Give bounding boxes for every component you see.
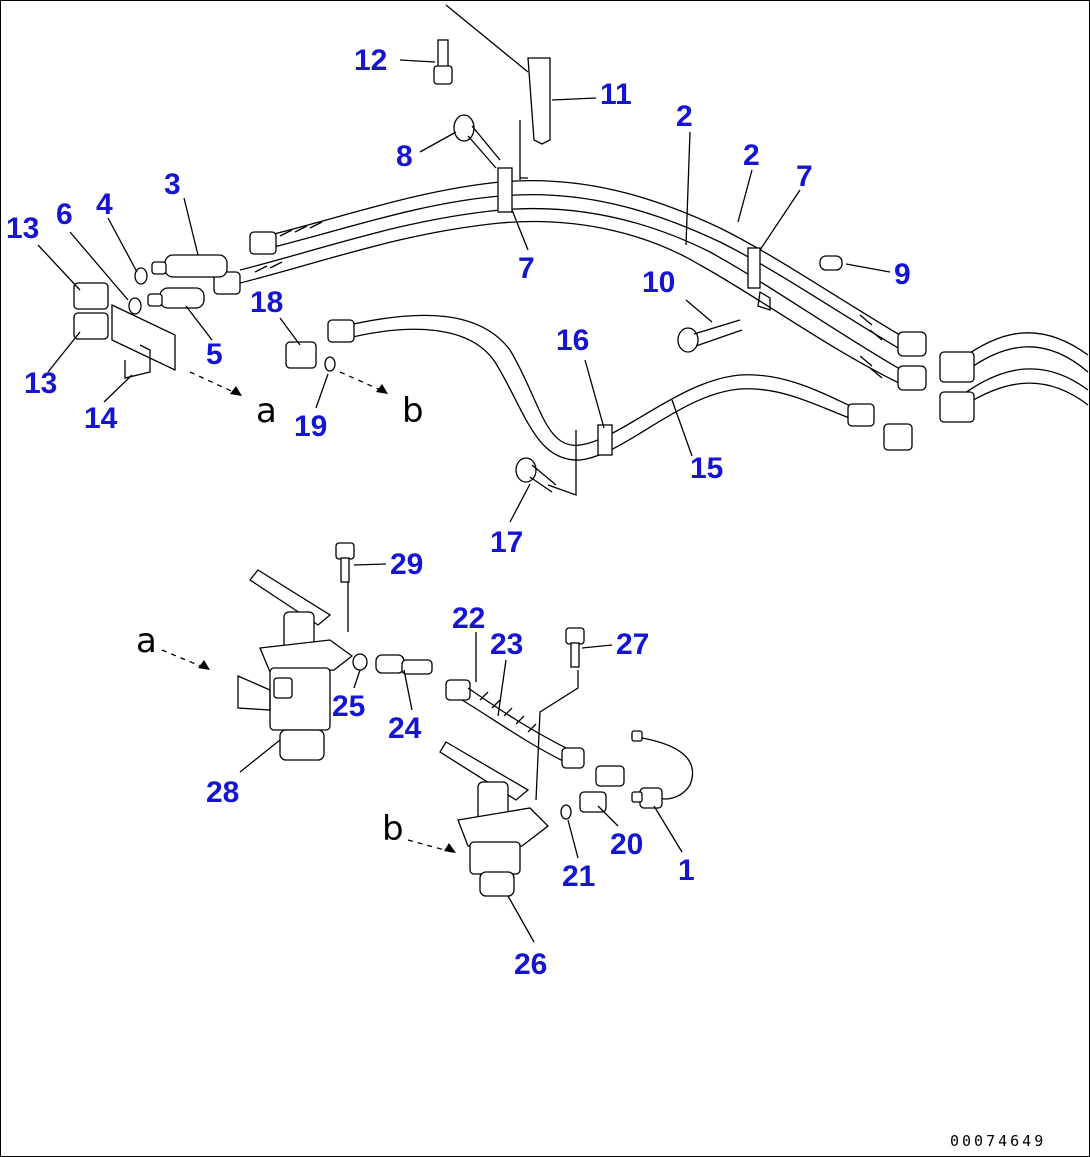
bolt-8 [453,114,501,169]
label-27: 27 [616,628,649,661]
label-19: 19 [294,410,327,443]
hose-nut-upper [249,231,277,255]
label-11: 11 [600,78,632,111]
view-mark-b-top: b [402,391,424,431]
label-13b: 13 [24,367,57,400]
label-2b: 2 [743,139,760,172]
hose-nut-right-lower [897,365,927,391]
label-13a: 13 [6,212,39,245]
elbow-right-lower [939,391,975,423]
part-numbers: 12 11 8 2 2 7 3 4 6 13 7 9 10 18 5 13 16… [6,44,911,981]
leader-lines-bottom [239,563,683,943]
hose-nut-right-upper [897,331,927,357]
bolt-29 [335,542,355,632]
fitting-3 [151,254,228,278]
label-28: 28 [206,776,239,809]
view-marks: a b a b [136,391,424,849]
label-22: 22 [452,602,485,635]
label-15: 15 [690,452,723,485]
bolt-17 [515,457,557,493]
elbow-18 [285,341,317,369]
label-1: 1 [678,854,695,887]
label-24: 24 [388,712,422,745]
label-23: 23 [490,628,523,661]
label-21: 21 [562,860,595,893]
label-7a: 7 [518,252,535,285]
clamp-right [747,247,761,289]
bracket [527,57,551,145]
brake-valve-26 [439,741,549,897]
label-25: 25 [332,690,365,723]
view-mark-a-bottom: a [136,621,157,661]
clamp-left [497,167,513,213]
hose-22-23 [445,679,585,769]
elbow-13-upper [73,282,109,310]
leader-lines-top [37,59,891,523]
fitting-24 [375,654,433,675]
elbow-13-lower [73,312,109,340]
label-10: 10 [642,266,675,299]
bolt-27 [535,627,585,801]
document-id: 00074649 [950,1132,1046,1150]
label-14: 14 [84,402,118,435]
view-mark-a-top: a [256,391,277,431]
elbow-right-hose15 [883,423,913,451]
label-8: 8 [396,140,413,173]
label-12: 12 [354,44,387,77]
label-16: 16 [556,324,589,357]
fitting-20 [579,765,625,813]
label-7b: 7 [796,160,813,193]
o-ring-4 [134,267,148,285]
label-17: 17 [490,526,523,559]
brake-valve-28 [237,569,354,761]
hose-15 [327,314,875,461]
label-9: 9 [894,258,911,291]
bolt-10 [677,319,743,353]
bolt-12 [433,39,453,85]
switch-1 [631,730,694,809]
label-2a: 2 [676,100,693,133]
label-4: 4 [96,188,113,221]
o-ring-25 [352,653,368,671]
label-5: 5 [206,338,223,371]
clamp-16 [597,424,613,456]
label-29: 29 [390,548,423,581]
elbow-right-upper [939,351,975,383]
hose-bundle [239,179,906,387]
view-mark-b-bottom: b [382,809,404,849]
label-26: 26 [514,948,547,981]
o-ring-19 [324,356,336,372]
label-20: 20 [610,828,643,861]
spacer-9 [819,255,843,271]
o-ring-21 [560,804,572,820]
label-18: 18 [250,286,283,319]
fitting-5 [147,287,205,309]
label-3: 3 [164,168,181,201]
o-ring-6 [128,297,142,315]
label-6: 6 [56,198,73,231]
